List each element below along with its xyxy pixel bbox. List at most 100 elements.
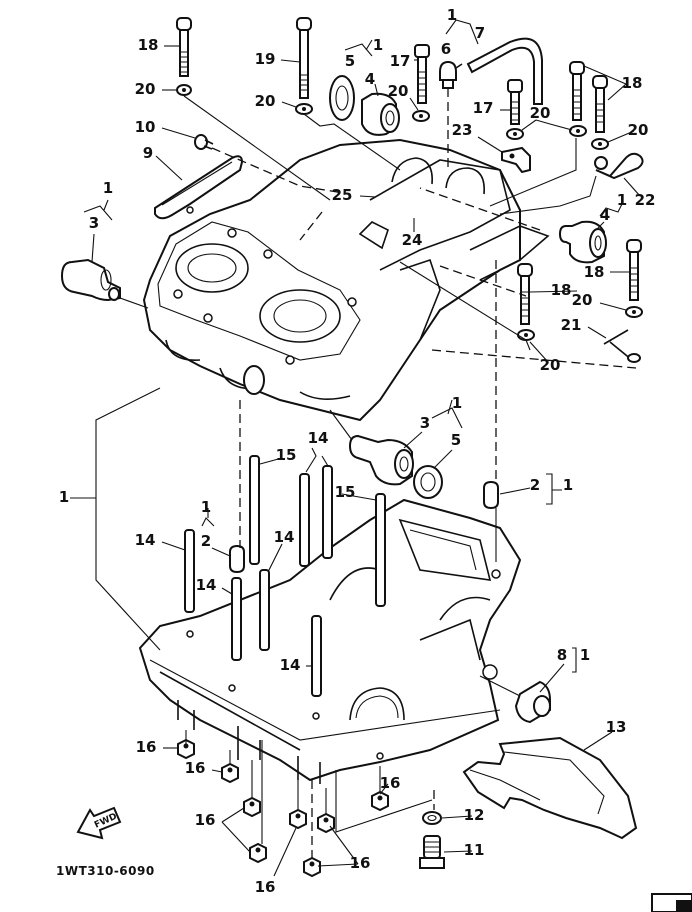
bushing-8: [514, 680, 551, 724]
callout-16: 16: [185, 759, 206, 777]
hose-7: [466, 37, 543, 105]
callout-20: 20: [135, 80, 156, 98]
callout-9: 9: [143, 144, 153, 162]
bolt-17-right: [507, 79, 523, 125]
callout-20: 20: [540, 356, 561, 374]
bracket-9: [154, 155, 244, 220]
nut-16-g: [303, 856, 321, 878]
washer-20-right-b: [569, 125, 587, 137]
alignment-lines: [95, 88, 637, 858]
callout-17: 17: [473, 99, 494, 117]
bearing-4-top: [361, 92, 400, 136]
callout-leaders: [70, 19, 641, 877]
callout-18: 18: [551, 281, 572, 299]
callout-14: 14: [196, 576, 217, 594]
callout-13: 13: [606, 718, 627, 736]
callout-2: 2: [201, 532, 211, 550]
callout-16: 16: [195, 811, 216, 829]
callout-22: 22: [635, 191, 656, 209]
washer-20-right-c: [591, 138, 609, 150]
lower-crankcase: [138, 498, 522, 784]
drain-plug-11: [419, 835, 445, 869]
callout-14: 14: [308, 429, 329, 447]
callout-1: 1: [447, 6, 457, 24]
callout-18: 18: [138, 36, 159, 54]
callout-4: 4: [600, 206, 610, 224]
dowel-2-left: [229, 544, 245, 574]
callout-15: 15: [335, 483, 356, 501]
callout-18: 18: [584, 263, 605, 281]
bolt-18-top-left: [176, 17, 192, 77]
callout-14: 14: [135, 531, 156, 549]
callout-25: 25: [332, 186, 353, 204]
callout-11: 11: [464, 841, 485, 859]
callout-7: 7: [475, 24, 485, 42]
callout-20: 20: [628, 121, 649, 139]
callout-5: 5: [345, 52, 355, 70]
callout-19: 19: [255, 50, 276, 68]
callout-24: 24: [402, 231, 423, 249]
callout-12: 12: [464, 806, 485, 824]
callout-23: 23: [452, 121, 473, 139]
washer-20-under-bolt-19: [295, 103, 313, 115]
callout-16: 16: [255, 878, 276, 896]
callout-6: 6: [441, 40, 451, 58]
callout-20: 20: [530, 104, 551, 122]
callout-20: 20: [572, 291, 593, 309]
callout-1: 1: [563, 476, 573, 494]
callout-15: 15: [276, 446, 297, 464]
callout-10: 10: [135, 118, 156, 136]
callout-1: 1: [59, 488, 69, 506]
nut-16-f: [317, 812, 335, 834]
callout-1: 1: [617, 191, 627, 209]
callout-1: 1: [103, 179, 113, 197]
nut-16-e: [289, 808, 307, 830]
callout-1: 1: [373, 36, 383, 54]
callout-14: 14: [274, 528, 295, 546]
bearing-3-left: [60, 258, 121, 302]
washer-20-middle-right: [517, 329, 535, 341]
gasket-12: [422, 811, 442, 825]
callout-5: 5: [451, 431, 461, 449]
callout-2: 2: [530, 476, 540, 494]
bolt-17-left: [414, 44, 430, 104]
nut-16-b: [221, 762, 239, 784]
nut-16-c: [243, 796, 261, 818]
bearing-3-middle: [348, 434, 414, 486]
callout-16: 16: [380, 774, 401, 792]
clip-23: [501, 146, 531, 174]
bearing-4-right: [558, 220, 607, 264]
bracket-22: [594, 152, 644, 180]
callout-16: 16: [350, 854, 371, 872]
oil-seal-5-top: [329, 75, 355, 121]
callout-3: 3: [89, 214, 99, 232]
upper-crankcase: [142, 138, 550, 422]
drawing-code: 1WT310-6090: [56, 864, 155, 878]
callout-20: 20: [255, 92, 276, 110]
callout-18: 18: [622, 74, 643, 92]
dowel-2-right: [483, 480, 499, 510]
bolt-18-middle-right: [517, 263, 533, 325]
callout-1: 1: [201, 498, 211, 516]
bolt-18-far-right: [626, 239, 642, 301]
studs-14-15: [184, 455, 386, 697]
bolt-18-right-a: [569, 61, 585, 121]
nut-16-h: [371, 790, 389, 812]
oil-seal-5-middle: [413, 465, 443, 499]
washer-20-under-bolt-17: [412, 110, 430, 122]
callout-4: 4: [365, 70, 375, 88]
callout-3: 3: [420, 414, 430, 432]
callout-8: 8: [557, 646, 567, 664]
screw-10: [194, 134, 214, 150]
callout-14: 14: [280, 656, 301, 674]
cover-plate-13: [462, 736, 638, 840]
washer-20-top-left: [176, 84, 192, 96]
callout-17: 17: [390, 52, 411, 70]
callout-1: 1: [452, 394, 462, 412]
callout-20: 20: [388, 82, 409, 100]
fitting-6: [439, 60, 463, 89]
washer-20-right-a: [506, 128, 524, 140]
washer-20-far-right: [625, 306, 643, 318]
